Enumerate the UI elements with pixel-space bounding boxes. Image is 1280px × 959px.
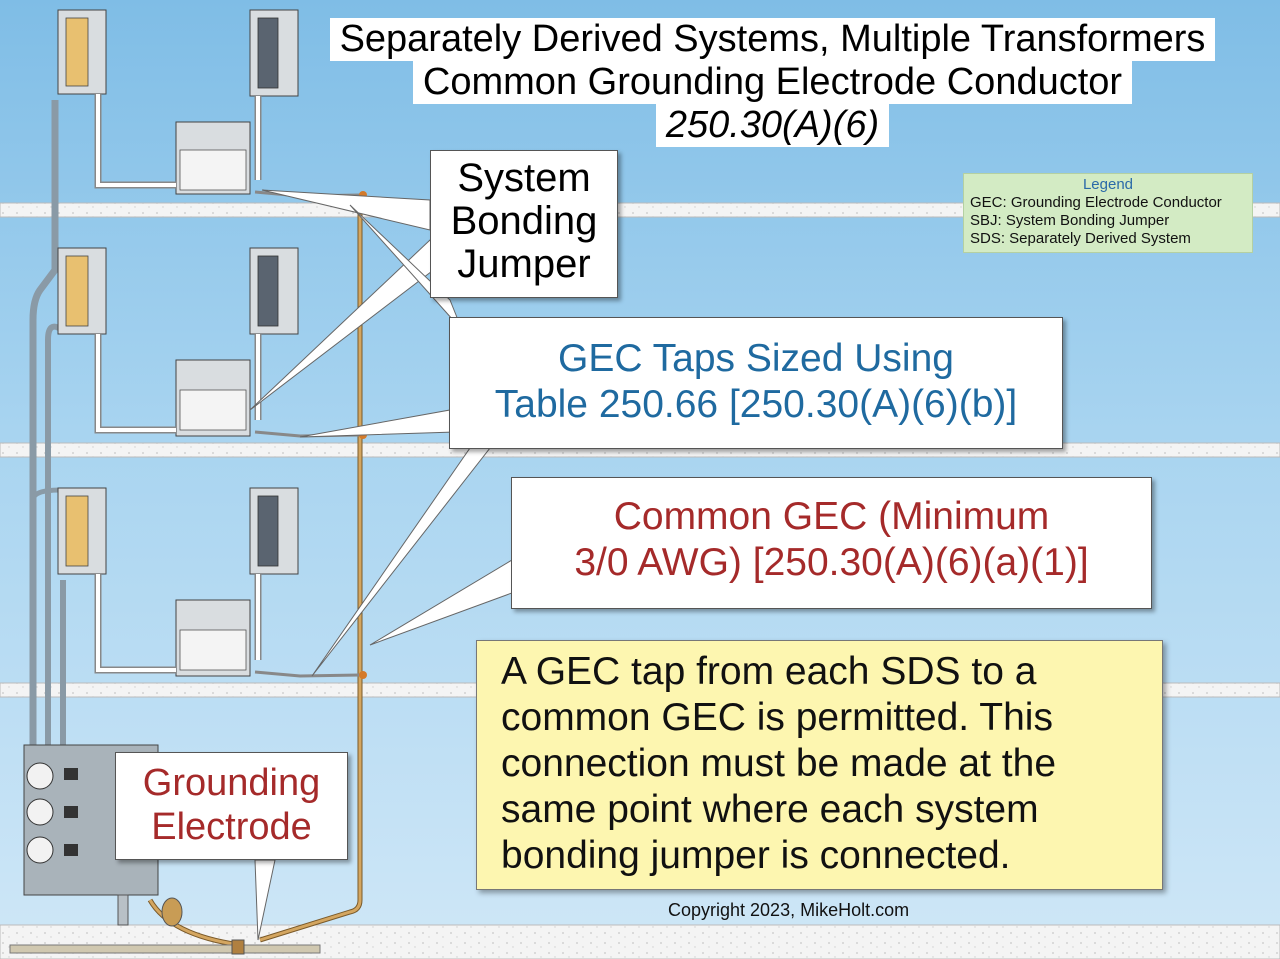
- note-line: common GEC is permitted. This: [501, 696, 1053, 739]
- note-line: bonding jumper is connected.: [501, 834, 1011, 877]
- gec-taps-callout: GEC Taps Sized Using Table 250.66 [250.3…: [449, 317, 1063, 449]
- note-line: same point where each system: [501, 788, 1039, 831]
- electrode-line-1: Grounding: [142, 762, 321, 804]
- diagram-title: Separately Derived Systems, Multiple Tra…: [280, 18, 1265, 147]
- title-line-2: Common Grounding Electrode Conductor: [412, 61, 1133, 104]
- common-gec-line-1: Common GEC (Minimum: [613, 495, 1050, 538]
- note-line: A GEC tap from each SDS to a: [501, 650, 1037, 693]
- feeder-conduits: [29, 100, 66, 745]
- sbj-callout: System Bonding Jumper: [430, 150, 618, 298]
- floor-3-equipment: [57, 487, 299, 677]
- callout-pointers: [249, 189, 521, 941]
- electrode-line-2: Electrode: [151, 806, 312, 848]
- title-line-3: 250.30(A)(6): [655, 104, 890, 147]
- gec-taps-line-2: Table 250.66 [250.30(A)(6)(b)]: [494, 383, 1018, 426]
- title-line-1: Separately Derived Systems, Multiple Tra…: [329, 18, 1216, 61]
- legend-item: GEC: Grounding Electrode Conductor: [970, 194, 1222, 211]
- common-gec-callout: Common GEC (Minimum 3/0 AWG) [250.30(A)(…: [511, 477, 1152, 609]
- grounding-electrode-rod: [9, 897, 321, 955]
- note-line: connection must be made at the: [501, 742, 1057, 785]
- gec-taps-line-1: GEC Taps Sized Using: [558, 337, 954, 380]
- legend-item: SBJ: System Bonding Jumper: [970, 212, 1170, 229]
- copyright-text: Copyright 2023, MikeHolt.com: [668, 900, 910, 920]
- explanation-note: A GEC tap from each SDS to a common GEC …: [476, 640, 1163, 890]
- sbj-callout-line-1: System: [457, 156, 591, 200]
- sbj-callout-line-2: Bonding: [450, 199, 598, 243]
- common-gec-line-2: 3/0 AWG) [250.30(A)(6)(a)(1)]: [574, 541, 1089, 584]
- legend: Legend GEC: Grounding Electrode Conducto…: [963, 173, 1253, 253]
- floor-1-equipment: [57, 9, 299, 195]
- legend-item: SDS: Separately Derived System: [970, 230, 1191, 247]
- sbj-callout-line-3: Jumper: [457, 242, 591, 286]
- legend-title: Legend: [1082, 176, 1134, 193]
- grounding-electrode-callout: Grounding Electrode: [115, 752, 348, 860]
- floor-2-equipment: [57, 247, 299, 437]
